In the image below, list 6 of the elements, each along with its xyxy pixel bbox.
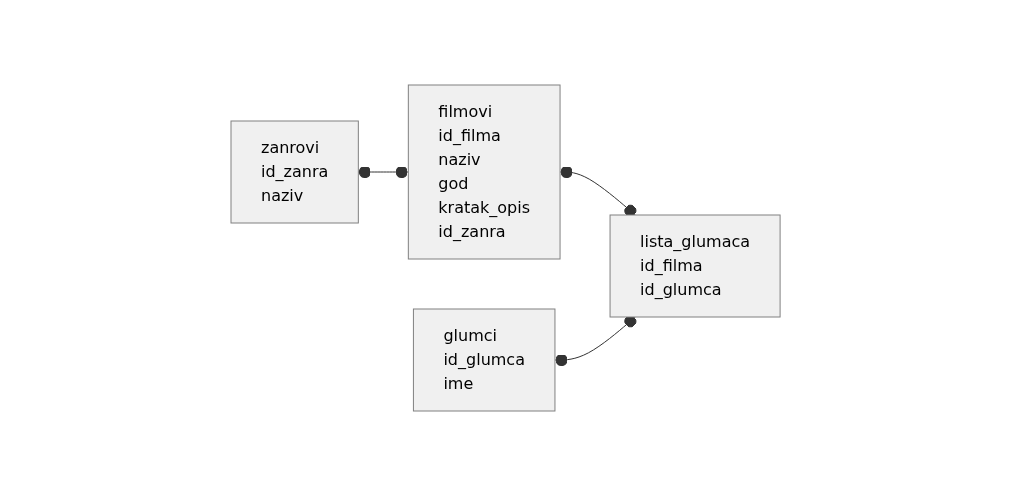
connector [357, 165, 409, 179]
node-box: zanrovi id_zanra naziv [230, 120, 359, 224]
connector [559, 165, 637, 217]
node-box: lista_glumaca id_filma id_glumca [609, 214, 781, 318]
node-box: glumci id_glumca ime [412, 308, 556, 412]
node-box: filmovi id_filma naziv god kratak_opis id_zanra [407, 84, 561, 260]
